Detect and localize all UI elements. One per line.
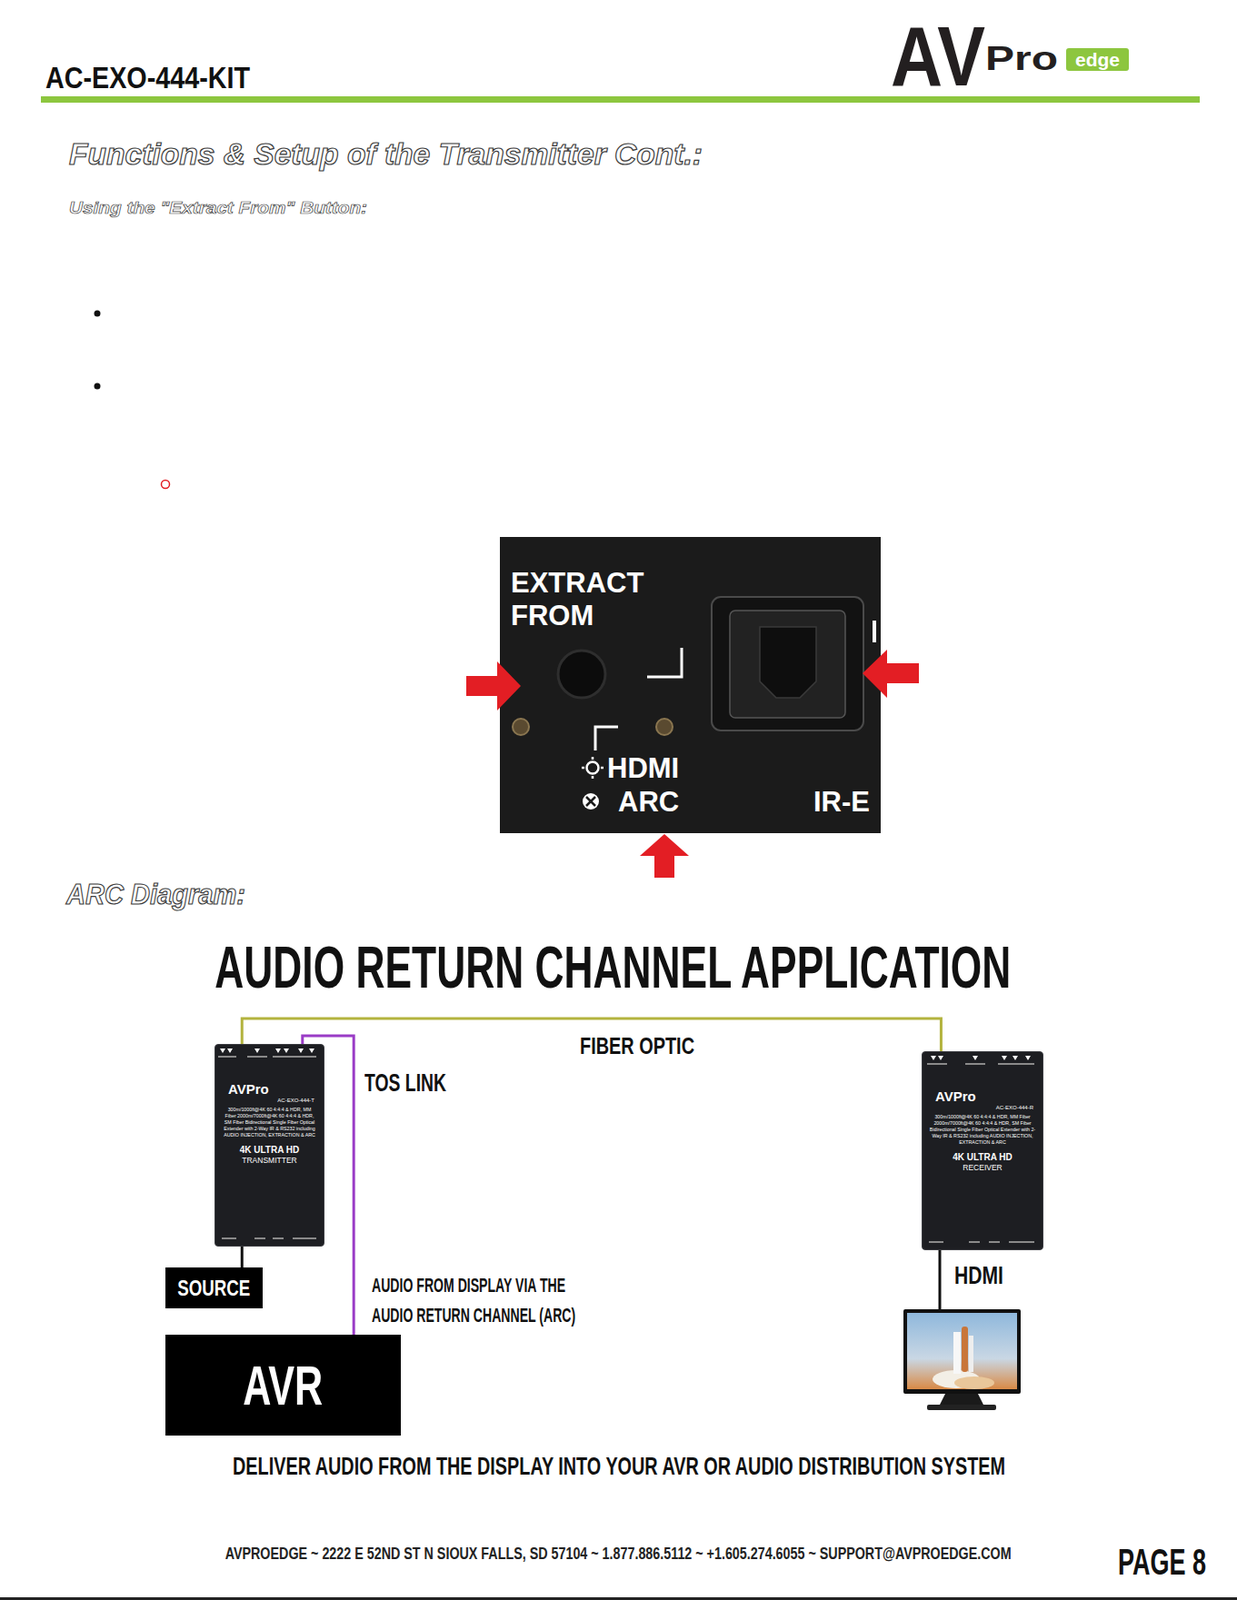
rocket-body xyxy=(953,1332,961,1375)
page-edge xyxy=(0,1597,1237,1600)
optical-port-notch xyxy=(759,627,817,699)
device-print: AC-EXO-444-R xyxy=(922,1105,1034,1112)
device-print: AC-EXO-444-T xyxy=(215,1097,315,1105)
device-print: 300m/1000ft@4K 60 4:4:4 & HDR, MM Fiber … xyxy=(221,1107,318,1138)
panel-label: HDMI xyxy=(607,754,679,783)
device-print: 4K ULTRA HD xyxy=(922,1152,1043,1164)
optical-port-inner xyxy=(729,610,846,719)
optical-port xyxy=(711,597,864,731)
cable-label: FIBER OPTIC xyxy=(579,1035,695,1058)
tv-stand xyxy=(939,1394,984,1406)
device-print: AVPro xyxy=(935,1088,1043,1105)
diagram-caption: DELIVER AUDIO FROM THE DISPLAY INTO YOUR… xyxy=(232,1455,1006,1480)
rocket-plume xyxy=(954,1376,995,1390)
port-legends xyxy=(218,1056,1035,1244)
panel-bracket xyxy=(647,648,682,678)
cut-glyph xyxy=(872,620,877,643)
page-header: AC-EXO-444-KIT xyxy=(45,61,250,93)
panel-label: IR-E xyxy=(813,788,870,817)
panel-label: EXTRACT FROM xyxy=(510,567,684,633)
section-heading: ARC Diagram: xyxy=(66,879,246,909)
panel-bracket xyxy=(595,727,619,751)
cable-label: TOS LINK xyxy=(364,1071,447,1097)
device-print: 300m/1000ft@4K 60 4:4:4 & HDR, MM Fiber … xyxy=(928,1114,1037,1146)
panel-label: ARC xyxy=(618,788,679,817)
callout-note: AUDIO FROM DISPLAY VIA THE AUDIO RETURN … xyxy=(371,1270,605,1331)
page-footer: AVPROEDGE ~ 2222 E 52ND ST N SIOUX FALLS… xyxy=(225,1545,1012,1563)
logo-badge: edge xyxy=(1066,48,1129,71)
cable-connector xyxy=(240,1246,244,1268)
tv-frame xyxy=(903,1309,1021,1395)
device-print: TRANSMITTER xyxy=(215,1157,324,1167)
header-rule xyxy=(40,96,1200,103)
logo-word: Pro xyxy=(985,42,1058,76)
diagram-title: AUDIO RETURN CHANNEL APPLICATION xyxy=(214,938,1011,998)
push-button xyxy=(558,650,606,699)
indicator-led xyxy=(656,718,673,736)
section-heading: Functions & Setup of the Transmitter Con… xyxy=(69,138,703,170)
panel-photo xyxy=(499,537,881,834)
tv-screen xyxy=(907,1313,1018,1390)
box-label: AVR xyxy=(243,1357,324,1415)
led-off-icon xyxy=(582,793,599,810)
subsection-heading: Using the "Extract From" Button: xyxy=(69,199,368,217)
bullet xyxy=(94,310,101,318)
device-print: AVPro xyxy=(228,1081,324,1098)
connector-layer xyxy=(241,1018,941,1336)
logo-mark: AV xyxy=(890,14,986,99)
pointer-arrow xyxy=(466,661,521,711)
device-print: RECEIVER xyxy=(922,1164,1043,1174)
device-print: 4K ULTRA HD xyxy=(215,1145,324,1157)
cable-label: HDMI xyxy=(954,1264,1004,1289)
box-label: SOURCE xyxy=(178,1277,251,1300)
equipment-box: SOURCE xyxy=(165,1267,263,1309)
rocket-booster xyxy=(968,1336,974,1373)
tv-base xyxy=(927,1405,997,1411)
display-cable xyxy=(938,1250,942,1310)
device-box: AVProAC-EXO-444-T 300m/1000ft@4K 60 4:4:4… xyxy=(214,1044,325,1247)
rocket-tank xyxy=(961,1326,968,1373)
equipment-box: AVR xyxy=(165,1335,401,1437)
indicator-led xyxy=(512,718,529,736)
page-number: PAGE 8 xyxy=(1117,1544,1207,1581)
led-on-icon xyxy=(581,757,604,779)
pointer-arrow xyxy=(862,649,919,699)
device-box: AVProAC-EXO-444-R 300m/1000ft@4K 60 4:4:4… xyxy=(921,1051,1044,1251)
pointer-arrow xyxy=(639,834,689,878)
sub-bullet xyxy=(161,480,170,489)
bullet xyxy=(94,383,101,390)
